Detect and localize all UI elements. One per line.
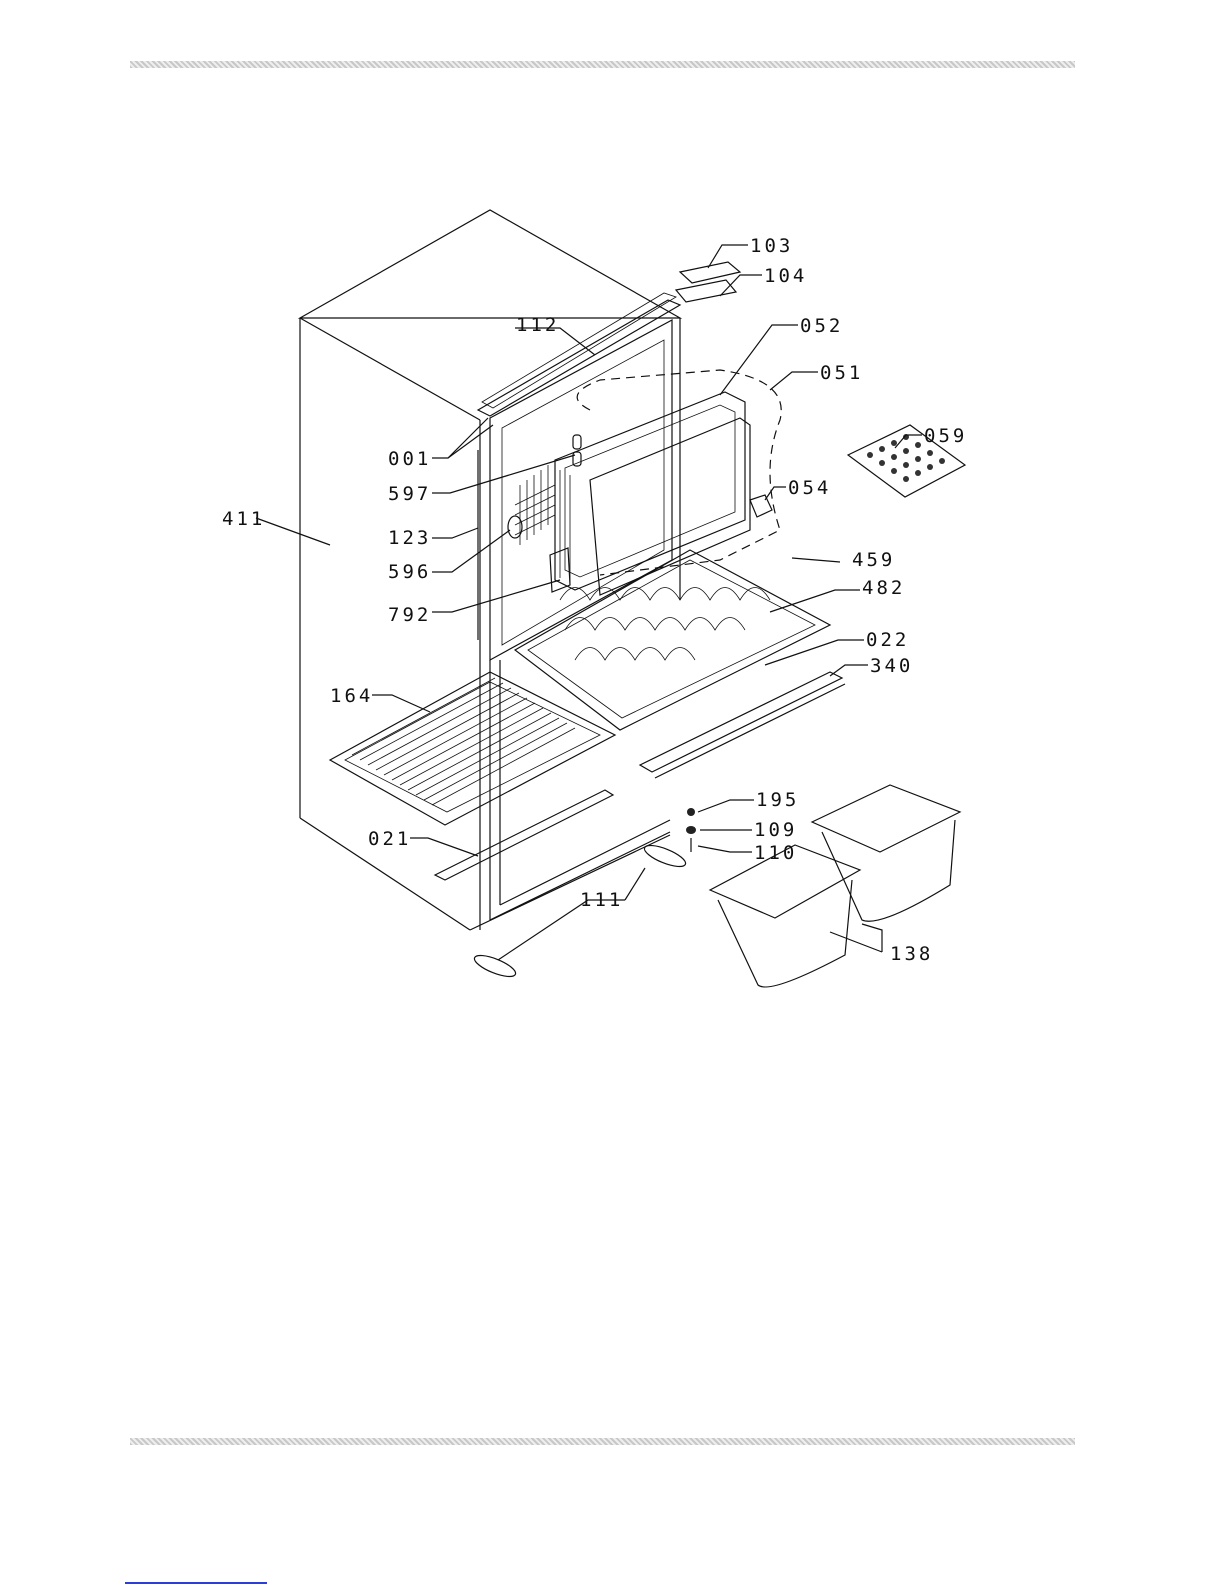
label-001: 001 — [388, 448, 431, 470]
cabinet-inner-frame — [490, 320, 672, 920]
leader-lines — [256, 245, 922, 960]
footer-divider — [130, 1438, 1075, 1445]
label-123: 123 — [388, 527, 431, 549]
shelf-rail-340 — [640, 672, 845, 778]
label-164: 164 — [330, 685, 373, 707]
label-021: 021 — [368, 828, 411, 850]
label-459: 459 — [852, 549, 895, 571]
label-111: 111 — [580, 889, 623, 911]
label-138: 138 — [890, 943, 933, 965]
label-340: 340 — [870, 655, 913, 677]
bottom-rail-021 — [435, 790, 613, 880]
label-411: 411 — [222, 508, 265, 530]
latch-054 — [750, 495, 772, 517]
label-051: 051 — [820, 362, 863, 384]
label-597: 597 — [388, 483, 431, 505]
hinge-plate-104 — [676, 280, 736, 302]
label-482: 482 — [862, 577, 905, 599]
label-792: 792 — [388, 604, 431, 626]
wine-rack-wire — [560, 588, 770, 661]
glass-shelf-482 — [515, 550, 830, 730]
top-trim-112 — [478, 293, 680, 416]
freezer-compartment-051-052 — [555, 370, 781, 595]
label-059: 059 — [924, 425, 967, 447]
label-104: 104 — [764, 265, 807, 287]
label-195: 195 — [756, 789, 799, 811]
footer-link-underline — [125, 1582, 267, 1584]
crisper-drawer-138-rear — [812, 785, 960, 921]
label-112: 112 — [516, 314, 559, 336]
label-596: 596 — [388, 561, 431, 583]
label-109: 109 — [754, 819, 797, 841]
label-054: 054 — [788, 477, 831, 499]
screw-parts-195-109-110 — [686, 808, 696, 852]
label-022: 022 — [866, 629, 909, 651]
label-110: 110 — [754, 842, 797, 864]
label-103: 103 — [750, 235, 793, 257]
part-number-labels: 103 104 112 052 051 059 001 597 054 411 … — [222, 235, 967, 965]
label-052: 052 — [800, 315, 843, 337]
adjustable-foot-111 — [472, 841, 688, 980]
